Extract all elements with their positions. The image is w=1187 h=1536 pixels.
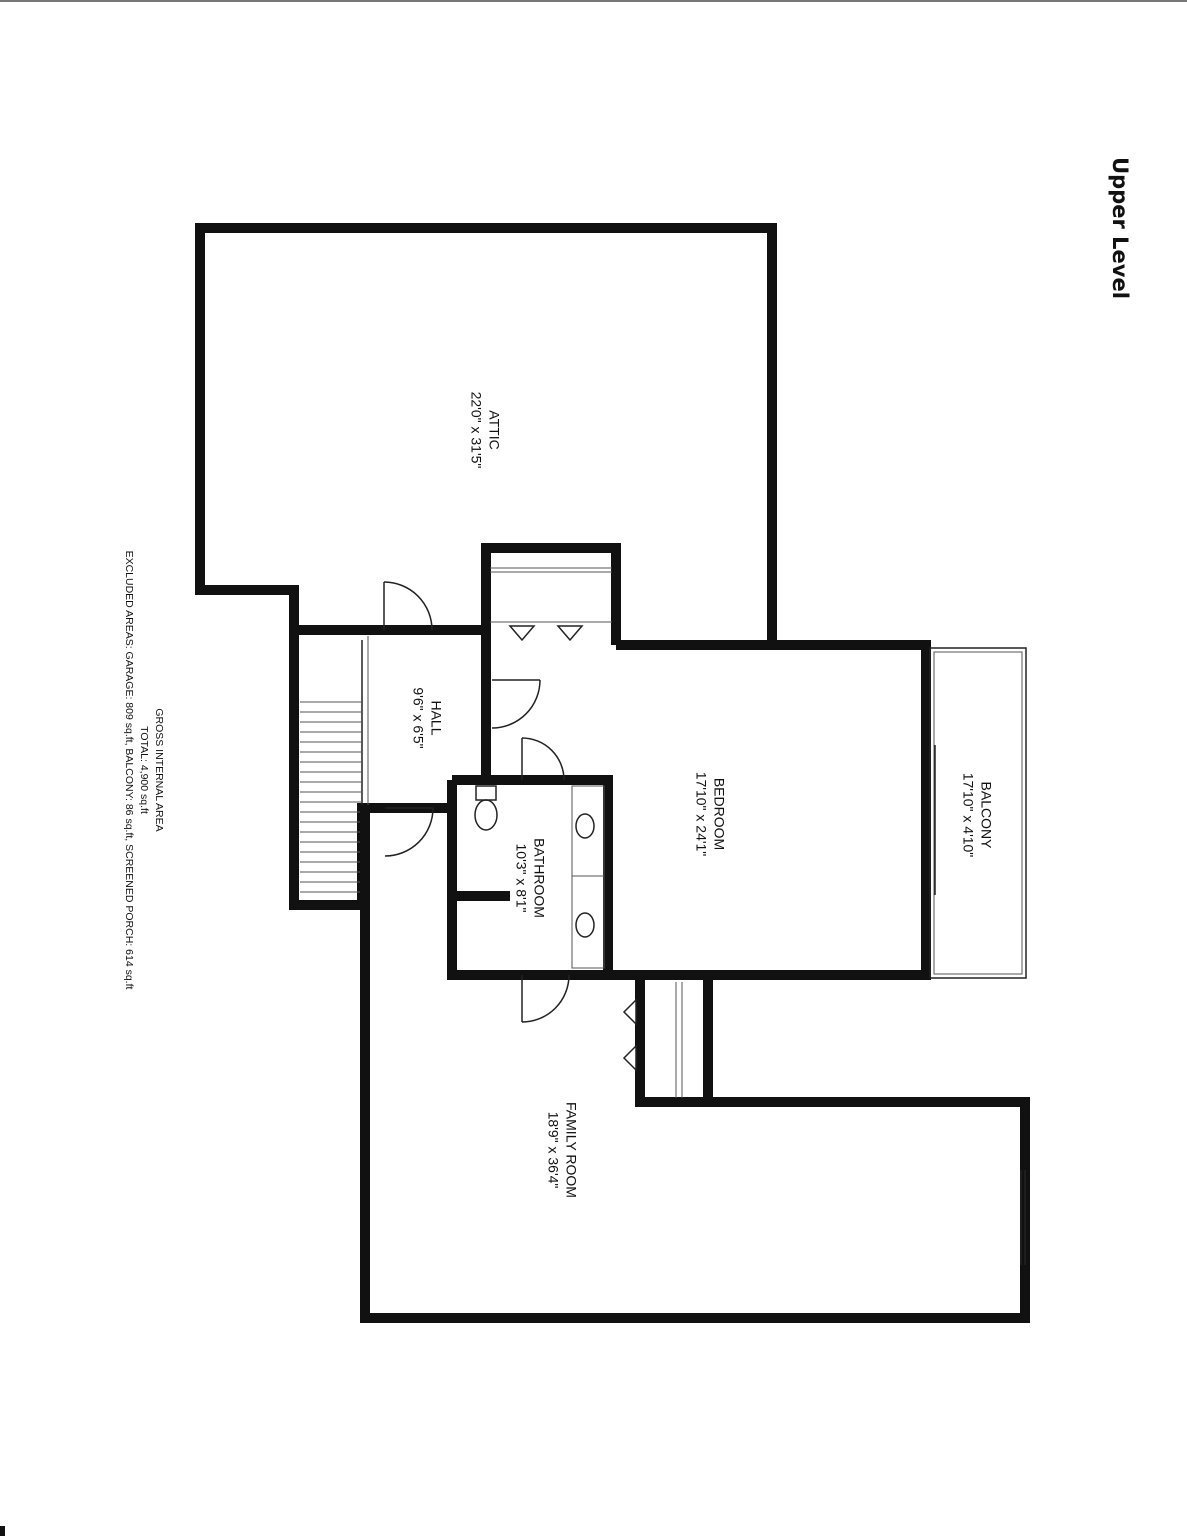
closet-walls: [481, 543, 621, 645]
door-bedroom-bathroom: [521, 737, 565, 781]
area-heading: GROSS INTERNAL AREA: [152, 708, 165, 832]
room-label-balcony: BALCONY 17'10" x 4'10": [960, 773, 995, 858]
bedroom-walls: [612, 640, 931, 980]
room-name: BALCONY: [978, 781, 995, 849]
door-bathroom-family: [521, 974, 570, 1023]
family-closet-door-2: [622, 1044, 637, 1072]
room-label-bathroom: BATHROOM 10'3" x 8'1": [513, 838, 548, 918]
room-dims: 10'3" x 8'1": [514, 843, 530, 913]
door-attic-hall: [383, 581, 433, 631]
room-label-bedroom: BEDROOM 17'10" x 24'1": [693, 772, 728, 857]
door-hall-bedroom: [491, 679, 541, 729]
stair-treads: [300, 701, 362, 893]
room-name: ATTIC: [486, 410, 503, 450]
top-border-line: [0, 0, 1187, 2]
room-label-attic: ATTIC 22'0" x 31'5": [468, 392, 503, 469]
area-excluded: EXCLUDED AREAS: GARAGE: 809 sq.ft, BALCO…: [122, 550, 135, 990]
room-name: BATHROOM: [531, 838, 548, 918]
room-dims: 18'9" x 36'4": [546, 1111, 562, 1189]
room-name: HALL: [428, 700, 445, 736]
room-label-family-room: FAMILY ROOM 18'9" x 36'4": [545, 1102, 580, 1198]
sink-icon-2: [575, 912, 595, 938]
room-dims: 22'0" x 31'5": [469, 391, 485, 469]
level-title: Upper Level: [1108, 157, 1132, 299]
room-name: BEDROOM: [711, 777, 728, 851]
room-label-hall: HALL 9'6" x 6'5": [410, 687, 445, 748]
family-closet-door-1: [622, 998, 637, 1026]
corner-mark: [0, 1526, 5, 1536]
toilet-icon: [475, 785, 497, 801]
toilet-bowl-icon: [474, 799, 498, 831]
room-name: FAMILY ROOM: [563, 1102, 580, 1198]
room-dims: 9'6" x 6'5": [411, 687, 427, 749]
hall-walls: [289, 630, 452, 910]
door-hall-family: [384, 807, 434, 857]
balcony-railing: [933, 651, 1023, 975]
area-total: TOTAL: 4,900 sq.ft: [137, 726, 150, 814]
closet-bifold-door-2: [556, 625, 584, 642]
closet-bifold-door-1: [508, 625, 536, 642]
area-summary: GROSS INTERNAL AREA TOTAL: 4,900 sq.ft E…: [120, 551, 166, 990]
room-dims: 17'10" x 24'1": [694, 771, 710, 857]
family-closet-walls: [635, 980, 713, 1107]
room-dims: 17'10" x 4'10": [961, 772, 977, 858]
family-room-walls: [360, 808, 1030, 1323]
sink-icon-1: [575, 813, 595, 839]
vanity-top-icon: [571, 785, 605, 969]
